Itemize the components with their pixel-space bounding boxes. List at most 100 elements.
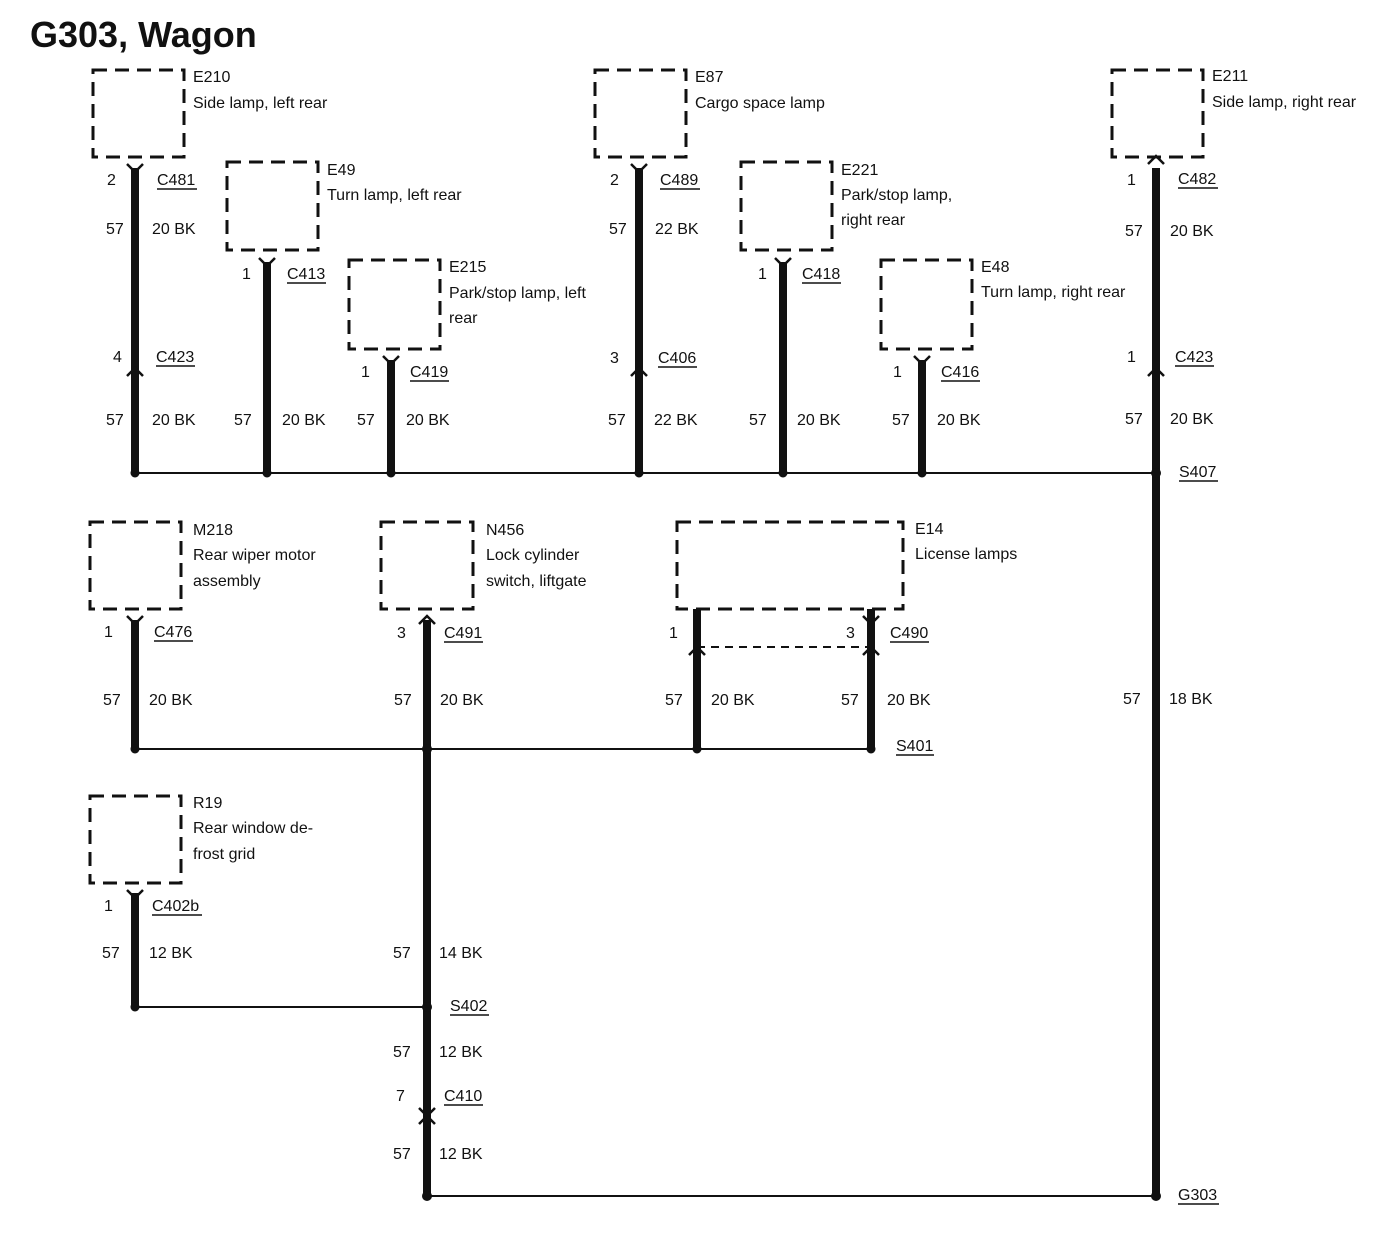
- pin-number: 3: [610, 350, 619, 367]
- component-e14: E14 License lamps: [675, 520, 1017, 611]
- wire-spec: 20 BK: [937, 412, 981, 429]
- connector-c406: C406: [658, 350, 696, 367]
- component-e49: E49 Turn lamp, left rear: [225, 160, 462, 252]
- wire-labels: 57 20 BK 57 20 BK 57 20 BK 57 20 BK 57 2…: [102, 221, 1214, 1163]
- wire-spec: 12 BK: [439, 1146, 483, 1163]
- circuit-number: 57: [749, 412, 767, 429]
- component-id: E48: [981, 259, 1010, 276]
- component-id: E87: [695, 69, 724, 86]
- component-e211: E211 Side lamp, right rear: [1110, 68, 1357, 159]
- circuit-number: 57: [234, 412, 252, 429]
- wire-spec: 22 BK: [654, 412, 698, 429]
- component-name: Turn lamp, right rear: [981, 284, 1126, 301]
- wire-spec: 20 BK: [440, 692, 484, 709]
- connector-c476: C476: [154, 624, 192, 641]
- wire-spec: 18 BK: [1169, 691, 1213, 708]
- component-id: E14: [915, 521, 944, 538]
- component-id: N456: [486, 522, 524, 539]
- component-name-line2: frost grid: [193, 846, 255, 863]
- pin-number: 1: [1127, 172, 1136, 189]
- ground-g303: G303: [1178, 1187, 1217, 1204]
- circuit-number: 57: [609, 221, 627, 238]
- splice-s401: S401: [896, 738, 933, 755]
- pin-number: 1: [669, 625, 678, 642]
- component-m218: M218 Rear wiper motor assembly: [88, 520, 316, 611]
- component-name: Lock cylinder: [486, 547, 580, 564]
- wire-spec: 14 BK: [439, 945, 483, 962]
- splice-dots: [130, 468, 1161, 1201]
- connector-c491: C491: [444, 625, 482, 642]
- wire-spec: 20 BK: [149, 692, 193, 709]
- wire-spec: 20 BK: [1170, 223, 1214, 240]
- component-id: E215: [449, 259, 486, 276]
- component-name-line2: switch, liftgate: [486, 573, 587, 590]
- pin-number: 1: [758, 266, 767, 283]
- page-title: G303, Wagon: [30, 14, 257, 55]
- connector-labels: 2 C481 1 C413 1 C419 2 C489 1 C418 1 C41…: [104, 171, 1218, 1106]
- component-id: R19: [193, 795, 222, 812]
- component-id: E210: [193, 69, 230, 86]
- circuit-number: 57: [102, 945, 120, 962]
- connector-c423: C423: [1175, 349, 1213, 366]
- wire-spec: 20 BK: [797, 412, 841, 429]
- component-n456: N456 Lock cylinder switch, liftgate: [379, 520, 587, 611]
- pin-number: 1: [104, 624, 113, 641]
- connector-c416: C416: [941, 364, 979, 381]
- pin-number: 2: [107, 172, 116, 189]
- connector-c482: C482: [1178, 171, 1216, 188]
- component-e48: E48 Turn lamp, right rear: [879, 258, 1126, 351]
- pin-number: 1: [361, 364, 370, 381]
- circuit-number: 57: [106, 221, 124, 238]
- wire-spec: 20 BK: [282, 412, 326, 429]
- pin-number: 7: [396, 1088, 405, 1105]
- circuit-number: 57: [608, 412, 626, 429]
- component-name: Rear window de-: [193, 820, 313, 837]
- circuit-number: 57: [393, 945, 411, 962]
- wire-spec: 12 BK: [149, 945, 193, 962]
- circuit-number: 57: [103, 692, 121, 709]
- pin-number: 1: [242, 266, 251, 283]
- pin-number: 4: [113, 349, 122, 366]
- circuit-number: 57: [393, 1146, 411, 1163]
- wire-spec: 20 BK: [406, 412, 450, 429]
- component-id: E211: [1212, 68, 1248, 85]
- component-r19: R19 Rear window de- frost grid: [88, 794, 313, 885]
- connector-c419: C419: [410, 364, 448, 381]
- connector-c418: C418: [802, 266, 840, 283]
- connector-c489: C489: [660, 172, 698, 189]
- circuit-number: 57: [892, 412, 910, 429]
- wire-spec: 20 BK: [887, 692, 931, 709]
- wire-spec: 20 BK: [152, 412, 196, 429]
- circuit-number: 57: [665, 692, 683, 709]
- pin-number: 2: [610, 172, 619, 189]
- wire-spec: 12 BK: [439, 1044, 483, 1061]
- component-name: Park/stop lamp, left: [449, 285, 587, 302]
- circuit-number: 57: [841, 692, 859, 709]
- component-e210: E210 Side lamp, left rear: [91, 68, 328, 159]
- pin-number: 3: [397, 625, 406, 642]
- circuit-number: 57: [357, 412, 375, 429]
- pin-number: 1: [893, 364, 902, 381]
- component-name-line2: assembly: [193, 573, 261, 590]
- component-name: License lamps: [915, 546, 1017, 563]
- circuit-number: 57: [1125, 223, 1143, 240]
- pin-number: 3: [846, 625, 855, 642]
- component-name: Cargo space lamp: [695, 95, 825, 112]
- component-name: Turn lamp, left rear: [327, 187, 462, 204]
- pin-number: 1: [1127, 349, 1136, 366]
- connector-c423: C423: [156, 349, 194, 366]
- connector-c490: C490: [890, 625, 928, 642]
- circuit-number: 57: [1125, 411, 1143, 428]
- component-id: E221: [841, 162, 878, 179]
- connector-c410: C410: [444, 1088, 482, 1105]
- component-name-line2: rear: [449, 310, 478, 327]
- connector-c413: C413: [287, 266, 325, 283]
- component-name: Side lamp, left rear: [193, 95, 328, 112]
- connector-c481: C481: [157, 172, 195, 189]
- component-name: Park/stop lamp,: [841, 187, 952, 204]
- wire-spec: 20 BK: [152, 221, 196, 238]
- splice-labels: S407 S401 S402 G303: [450, 464, 1219, 1205]
- component-e221: E221 Park/stop lamp, right rear: [739, 160, 952, 252]
- component-name-line2: right rear: [841, 212, 906, 229]
- component-id: E49: [327, 162, 356, 179]
